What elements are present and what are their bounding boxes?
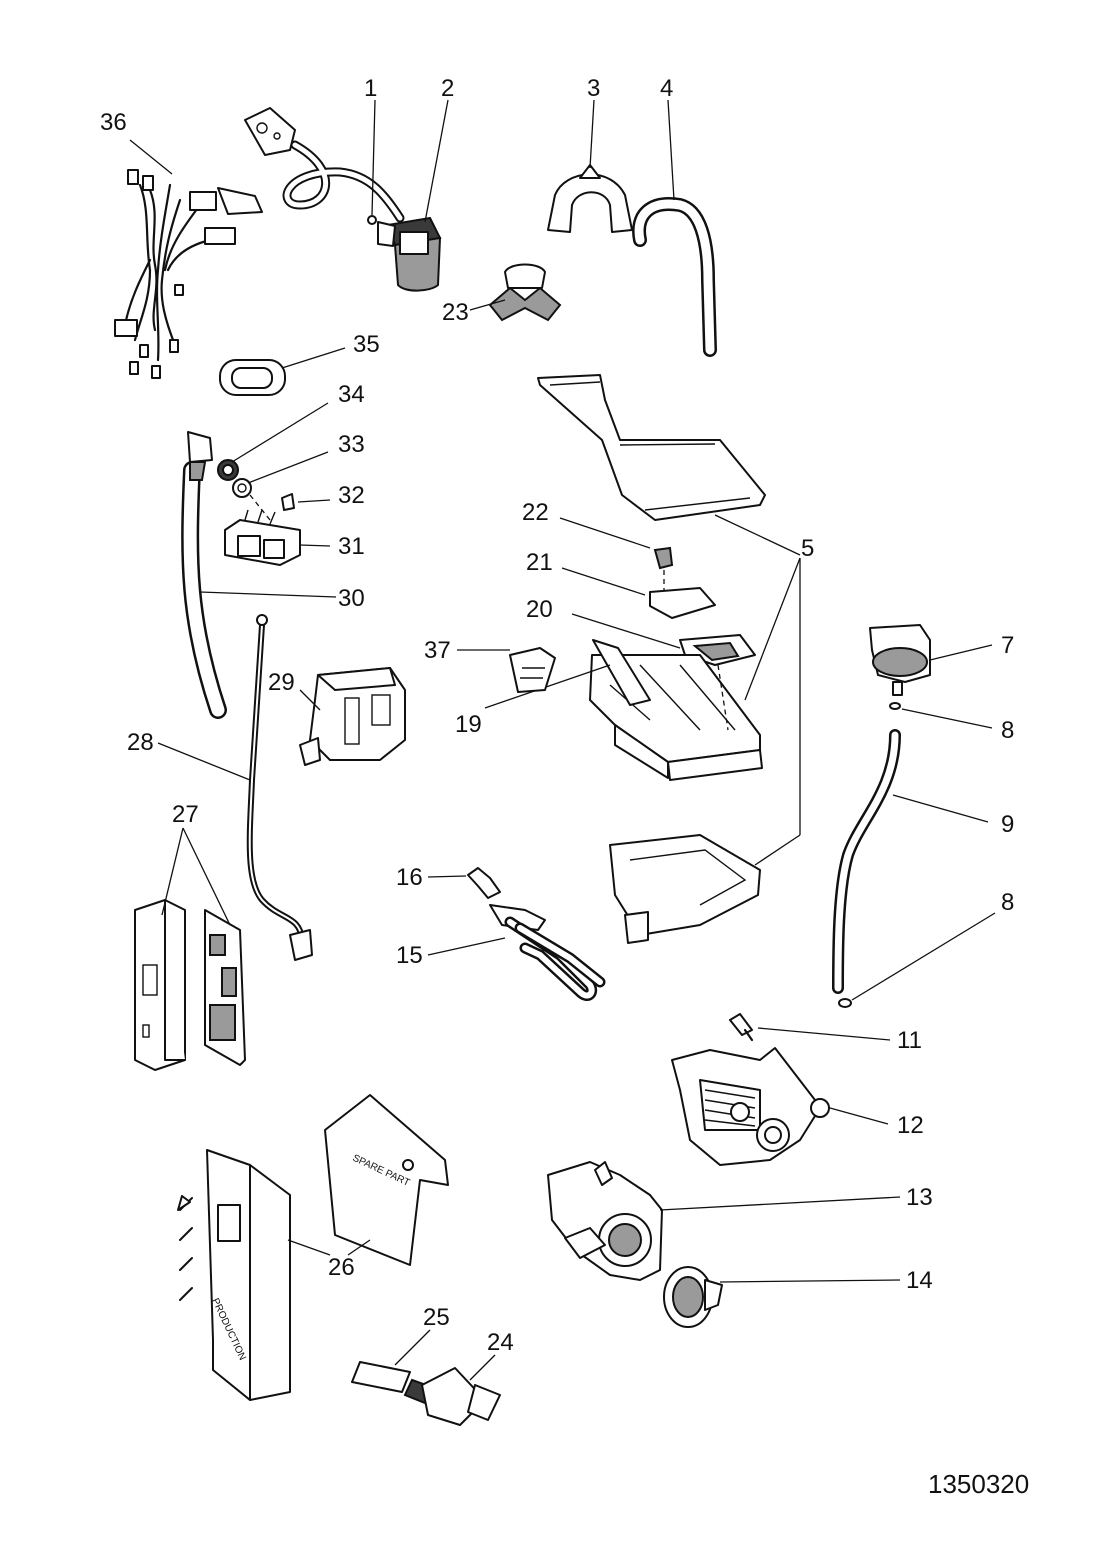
callout-15: 15	[396, 942, 423, 969]
part-36-wiring-harness	[114, 139, 263, 379]
part-37-badge	[457, 647, 556, 693]
part-3-hose-bracket	[547, 99, 633, 233]
callout-29: 29	[268, 669, 295, 696]
callout-27: 27	[172, 801, 199, 828]
callout-1: 1	[364, 75, 377, 102]
callout-31: 31	[338, 533, 365, 560]
part-32-cap	[281, 493, 331, 511]
part-13-pump-body	[547, 1161, 901, 1281]
callout-8-top: 8	[1001, 717, 1014, 744]
part-26-packaging: PRODUCTION SPARE PART	[177, 1094, 449, 1401]
part-25-card	[351, 1329, 431, 1393]
callout-9: 9	[1001, 811, 1014, 838]
part-8-o-ring-bottom	[838, 912, 996, 1008]
part-24-spray	[403, 1354, 501, 1426]
callout-4: 4	[660, 75, 673, 102]
callout-5: 5	[801, 535, 814, 562]
part-33-washer	[232, 451, 329, 521]
callout-19: 19	[455, 711, 482, 738]
part-35-grommet	[219, 347, 346, 396]
callout-12: 12	[897, 1112, 924, 1139]
part-22-siphon-cap	[559, 517, 674, 570]
part-12-drain-pump-motor	[671, 1047, 889, 1166]
callout-7: 7	[1001, 632, 1014, 659]
document-number: 1350320	[928, 1469, 1029, 1499]
part-15-heating-element	[427, 904, 606, 1001]
part-4-drain-hose	[632, 99, 717, 357]
callout-26: 26	[328, 1254, 355, 1281]
callout-35: 35	[353, 331, 380, 358]
part-14-pump-filter	[663, 1266, 901, 1328]
callout-20: 20	[526, 596, 553, 623]
callout-14: 14	[906, 1267, 933, 1294]
part-27-control-board	[134, 827, 246, 1071]
part-28-ntc-sensor	[157, 614, 313, 961]
part-34-filter	[217, 402, 329, 481]
callout-30: 30	[338, 585, 365, 612]
callout-13: 13	[906, 1184, 933, 1211]
part-5-dispenser-cover	[537, 374, 801, 556]
callout-labels: 1 2 3 4 36 23 35 34 33 32 31 30 22 21 20…	[100, 75, 1014, 1356]
callout-2: 2	[441, 75, 454, 102]
part-29-door-lock	[299, 667, 406, 766]
callout-37: 37	[424, 637, 451, 664]
part-19-detergent-drawer	[484, 557, 801, 781]
part-8-o-ring-top	[889, 702, 993, 729]
part-7-pressure-switch	[869, 624, 993, 696]
callout-25: 25	[423, 1304, 450, 1331]
part-30-inlet-hose	[181, 431, 337, 719]
part-23-y-connector	[469, 263, 562, 322]
callout-33: 33	[338, 431, 365, 458]
part-1-2-power-cord-and-filter	[244, 99, 449, 292]
callout-28: 28	[127, 729, 154, 756]
callout-21: 21	[526, 549, 553, 576]
callout-16: 16	[396, 864, 423, 891]
callout-22: 22	[522, 499, 549, 526]
part-5-dispenser-bottom	[609, 558, 801, 944]
callout-8-bottom: 8	[1001, 889, 1014, 916]
part-16-fixing	[427, 867, 501, 899]
callout-23: 23	[442, 299, 469, 326]
part-31-inlet-valve	[224, 509, 331, 566]
callout-32: 32	[338, 482, 365, 509]
callout-3: 3	[587, 75, 600, 102]
callout-11: 11	[897, 1027, 922, 1054]
part-9-pressure-tube	[832, 729, 989, 994]
callout-34: 34	[338, 381, 365, 408]
part-11-screw	[729, 1013, 891, 1042]
callout-24: 24	[487, 1329, 514, 1356]
part-21-softener-tray	[561, 567, 716, 619]
callout-36: 36	[100, 109, 127, 136]
